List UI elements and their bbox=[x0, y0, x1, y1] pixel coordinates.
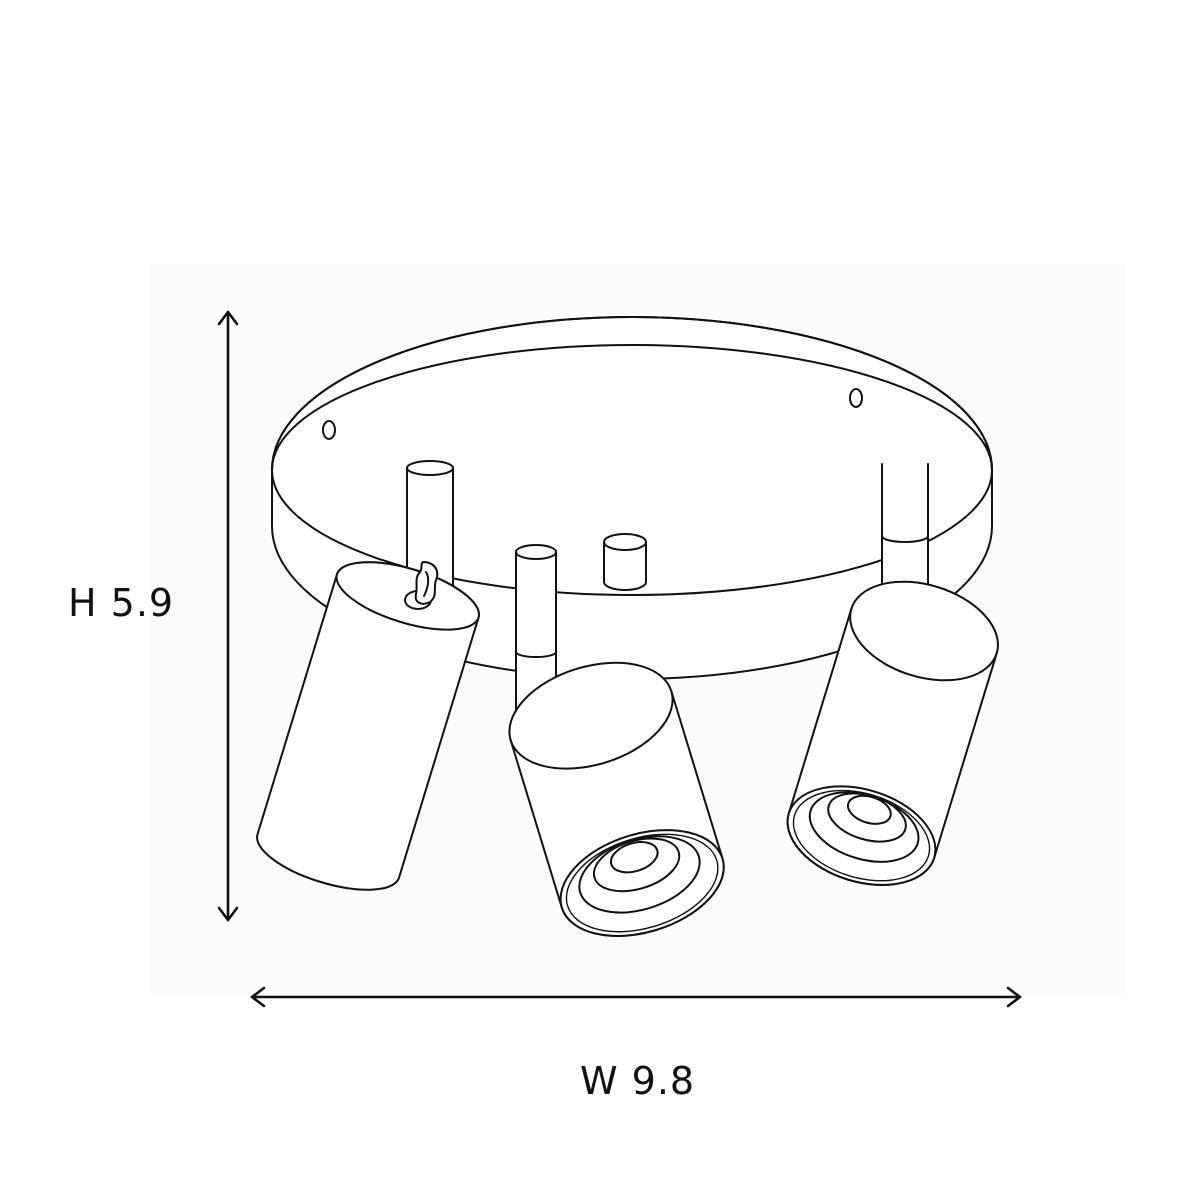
screw-hole-right bbox=[849, 388, 863, 408]
width-dimension-arrow bbox=[250, 986, 1022, 1008]
height-dimension-arrow bbox=[217, 310, 239, 922]
spotlight-middle bbox=[508, 544, 725, 937]
height-label: H 5.9 bbox=[68, 581, 175, 625]
width-label: W 9.8 bbox=[580, 1059, 696, 1103]
swivel-knuckle bbox=[404, 561, 439, 610]
spotlight-right bbox=[786, 463, 999, 886]
screw-hole-left bbox=[322, 420, 336, 440]
center-cap bbox=[603, 533, 647, 591]
spotlight-left bbox=[256, 460, 480, 891]
